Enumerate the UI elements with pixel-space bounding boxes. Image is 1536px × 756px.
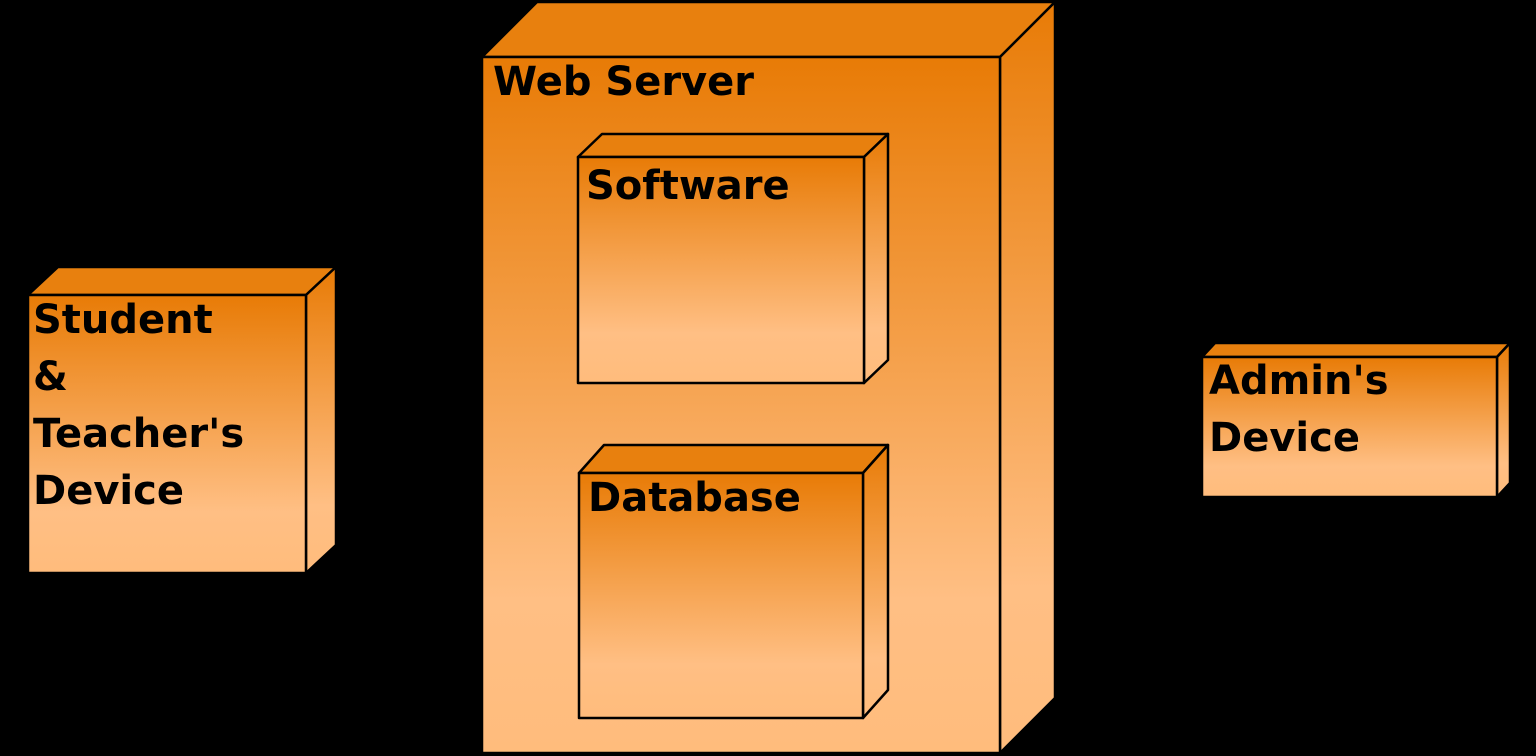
admin-device-shape	[1200, 341, 1512, 499]
web-server-right-face	[998, 0, 1057, 755]
student-teacher-device-label-line-4: Device	[33, 468, 184, 514]
database-shape	[577, 443, 890, 720]
database-front-face	[577, 471, 865, 720]
student-teacher-device-front-face	[26, 293, 308, 575]
student-teacher-device-label-line-1: Student	[33, 297, 213, 343]
admin-device-front-face	[1200, 355, 1499, 499]
software-label: Software	[586, 163, 790, 209]
student-teacher-device-label: Student & Teacher's Device	[33, 292, 244, 520]
database-label: Database	[588, 475, 801, 521]
node-admin-device: Admin's Device	[1200, 341, 1512, 499]
student-teacher-device-label-line-3: Teacher's	[33, 411, 245, 457]
student-teacher-device-label-line-2: &	[33, 354, 68, 400]
web-server-label: Web Server	[493, 59, 754, 105]
node-student-teacher-device: Student & Teacher's Device	[26, 265, 338, 575]
node-software: Software	[576, 132, 890, 385]
node-database: Database	[577, 443, 890, 720]
database-top-face	[577, 443, 890, 475]
web-server-top-face	[480, 0, 1057, 59]
admin-device-label-line-2: Device	[1209, 415, 1360, 461]
software-shape	[576, 132, 890, 385]
student-teacher-device-top-face	[26, 265, 338, 297]
admin-device-label: Admin's Device	[1209, 353, 1389, 467]
student-teacher-device-shape	[26, 265, 338, 575]
database-right-face	[861, 443, 890, 720]
software-top-face	[576, 132, 890, 159]
software-front-face	[576, 155, 866, 385]
admin-device-label-line-1: Admin's	[1209, 358, 1389, 404]
admin-device-right-face	[1495, 341, 1512, 499]
software-right-face	[862, 132, 890, 385]
student-teacher-device-right-face	[304, 265, 338, 575]
